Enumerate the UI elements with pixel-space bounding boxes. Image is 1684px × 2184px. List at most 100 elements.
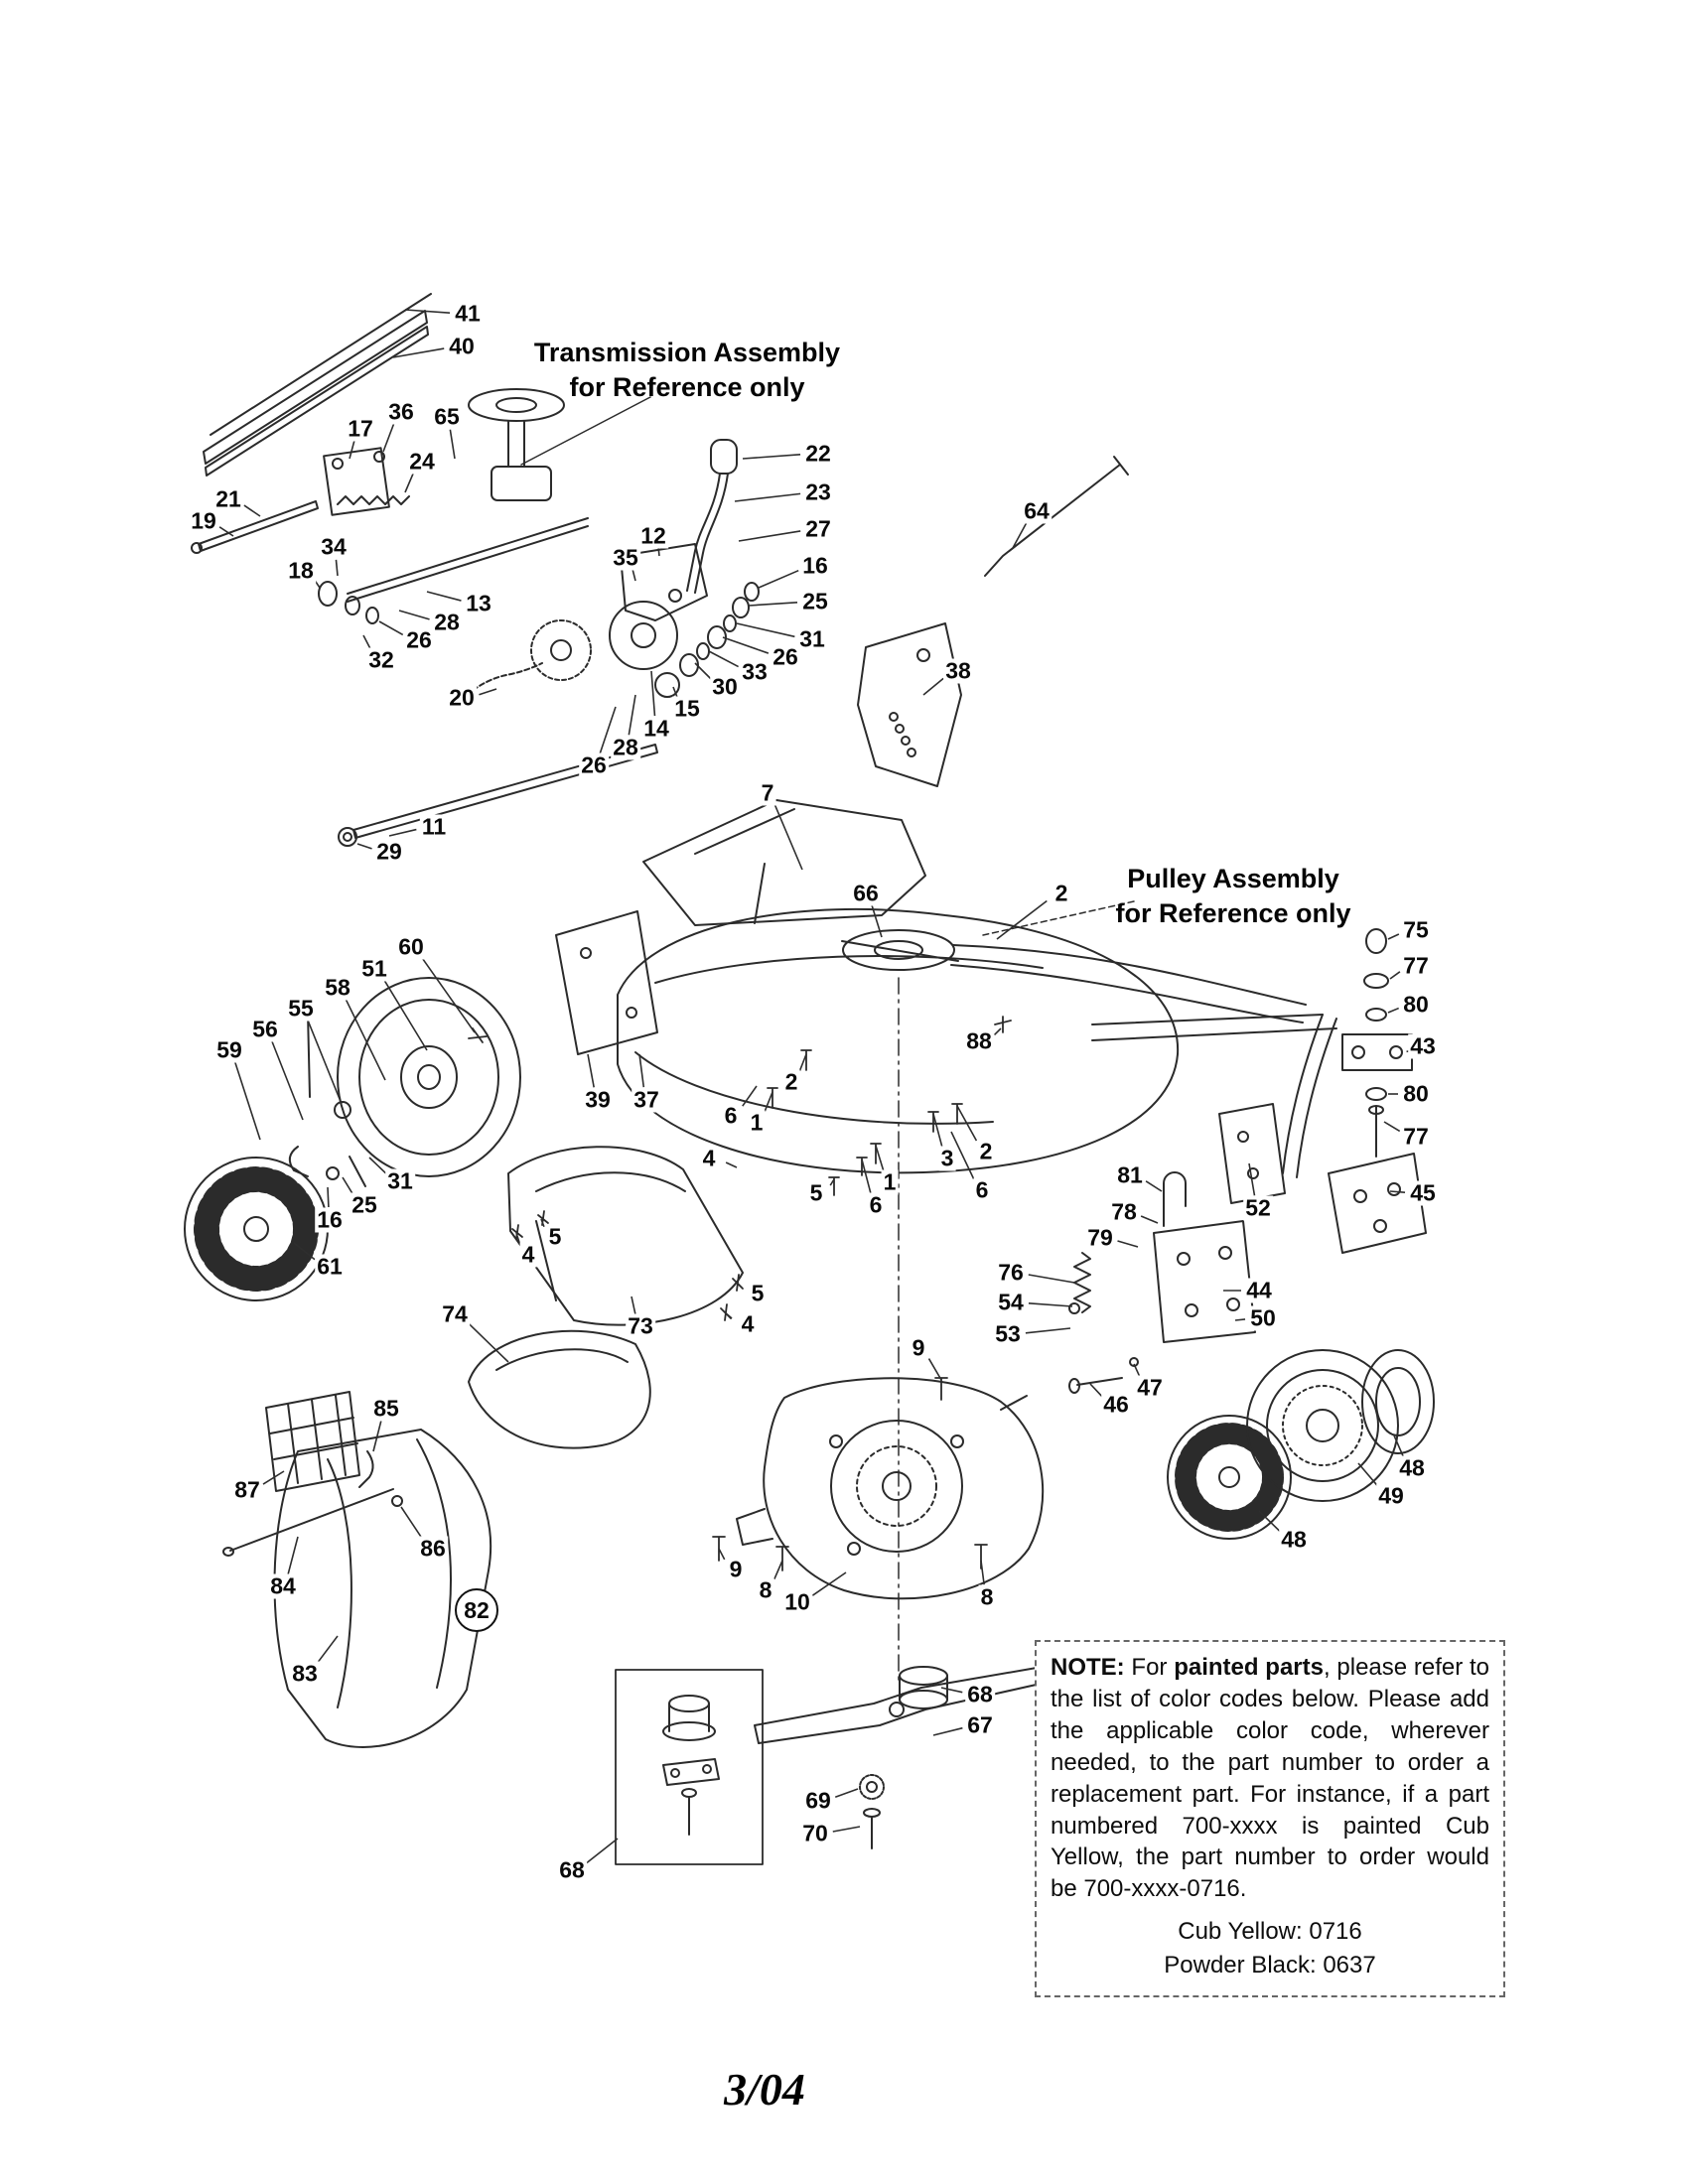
- leader-line: [724, 1311, 733, 1319]
- part-callout-64: 64: [1022, 497, 1052, 524]
- leader-line: [1387, 1007, 1399, 1014]
- part-callout-6: 6: [722, 1102, 740, 1129]
- part-callout-28: 28: [432, 609, 462, 635]
- part-callout-61: 61: [315, 1253, 345, 1280]
- leader-line: [398, 610, 430, 620]
- leader-line: [404, 309, 451, 314]
- part-callout-73: 73: [626, 1312, 655, 1339]
- part-callout-82: 82: [455, 1588, 498, 1632]
- deck-hardware-drawing: [767, 1049, 963, 1196]
- leader-line: [1357, 1462, 1379, 1488]
- leader-line: [316, 1635, 339, 1665]
- part-callout-59: 59: [214, 1036, 244, 1063]
- part-callout-53: 53: [993, 1320, 1023, 1347]
- leader-line: [764, 1091, 773, 1112]
- transmission-assembly-drawing: [318, 388, 760, 698]
- part-callout-25: 25: [800, 588, 830, 614]
- leader-line: [725, 1161, 738, 1168]
- part-callout-26: 26: [771, 643, 800, 670]
- part-callout-88: 88: [964, 1027, 994, 1054]
- leader-line: [742, 454, 801, 460]
- part-callout-83: 83: [290, 1660, 320, 1687]
- leader-line: [271, 1040, 304, 1121]
- cable-drawing: [984, 456, 1129, 577]
- part-callout-6: 6: [867, 1191, 885, 1218]
- part-callout-7: 7: [759, 779, 776, 806]
- right-handle-bracket-drawing: [994, 928, 1427, 1254]
- leader-line: [404, 473, 415, 493]
- part-callout-17: 17: [346, 415, 375, 442]
- part-callout-16: 16: [800, 552, 830, 579]
- part-callout-4: 4: [519, 1241, 537, 1268]
- leader-line: [834, 1788, 859, 1799]
- part-callout-86: 86: [418, 1535, 448, 1562]
- transmission-reference-label: Transmission Assembly for Reference only: [533, 338, 841, 403]
- part-callout-47: 47: [1135, 1374, 1165, 1401]
- part-callout-68: 68: [557, 1856, 587, 1883]
- part-callout-75: 75: [1401, 916, 1431, 943]
- part-callout-9: 9: [727, 1556, 745, 1582]
- axle-shaft-drawing: [338, 744, 658, 847]
- leader-line: [1389, 1190, 1406, 1194]
- part-callout-48: 48: [1279, 1526, 1309, 1553]
- part-callout-1: 1: [881, 1168, 899, 1195]
- part-callout-32: 32: [366, 646, 396, 673]
- leader-line: [657, 548, 660, 557]
- part-callout-25: 25: [350, 1191, 379, 1218]
- part-callout-80: 80: [1401, 991, 1431, 1018]
- part-callout-31: 31: [797, 625, 827, 652]
- part-callout-45: 45: [1408, 1179, 1438, 1206]
- part-callout-81: 81: [1115, 1161, 1145, 1188]
- leader-line: [773, 804, 803, 871]
- leader-line: [932, 1726, 963, 1736]
- leader-line: [631, 1296, 636, 1314]
- leader-line: [243, 504, 261, 517]
- left-wheel-drawing: [288, 977, 521, 1187]
- part-callout-79: 79: [1085, 1224, 1115, 1251]
- part-callout-24: 24: [407, 448, 437, 475]
- part-callout-78: 78: [1109, 1198, 1139, 1225]
- note-prefix: NOTE:: [1051, 1654, 1125, 1681]
- leader-line: [650, 670, 656, 717]
- leader-line: [262, 1470, 285, 1485]
- part-callout-38: 38: [943, 657, 973, 684]
- discharge-chute-drawing: [222, 1391, 492, 1748]
- leader-line: [672, 686, 679, 699]
- shift-lever-drawing: [686, 439, 738, 594]
- part-callout-12: 12: [638, 522, 668, 549]
- part-callout-49: 49: [1376, 1482, 1406, 1509]
- leader-line: [515, 1232, 521, 1244]
- leader-line: [1248, 1162, 1256, 1196]
- note-seg: , please refer to the list of color code…: [1051, 1654, 1489, 1903]
- support-bracket-drawing: [857, 622, 962, 787]
- leader-line: [922, 677, 944, 696]
- part-callout-2: 2: [1052, 880, 1070, 906]
- part-callout-4: 4: [739, 1310, 757, 1337]
- part-callout-5: 5: [749, 1280, 767, 1306]
- blade-housing-drawing: [712, 1377, 1045, 1600]
- leader-line: [342, 1176, 354, 1196]
- leader-line: [829, 1178, 835, 1186]
- leader-line: [956, 1105, 978, 1142]
- leader-line: [586, 1838, 619, 1864]
- part-callout-37: 37: [632, 1086, 661, 1113]
- part-callout-40: 40: [447, 333, 477, 359]
- part-callout-56: 56: [250, 1016, 280, 1042]
- leader-line: [426, 591, 462, 602]
- leader-line: [1012, 521, 1028, 549]
- leader-line: [1383, 1121, 1401, 1133]
- part-callout-10: 10: [782, 1588, 812, 1615]
- part-callout-39: 39: [583, 1086, 613, 1113]
- blade-assembly-drawing: [754, 1666, 1042, 1849]
- color-code-cub-yellow: Cub Yellow: 0716: [1178, 1918, 1362, 1946]
- leader-line: [587, 1053, 595, 1088]
- part-callout-67: 67: [965, 1711, 995, 1738]
- handle-rails-drawing: [191, 293, 432, 554]
- leader-line: [738, 530, 801, 542]
- note-bold-seg: painted parts: [1174, 1654, 1324, 1681]
- leader-line: [1234, 1318, 1246, 1321]
- leader-line: [467, 1322, 509, 1363]
- leader-line: [479, 688, 497, 696]
- part-callout-18: 18: [286, 557, 316, 584]
- leader-line: [327, 1186, 330, 1208]
